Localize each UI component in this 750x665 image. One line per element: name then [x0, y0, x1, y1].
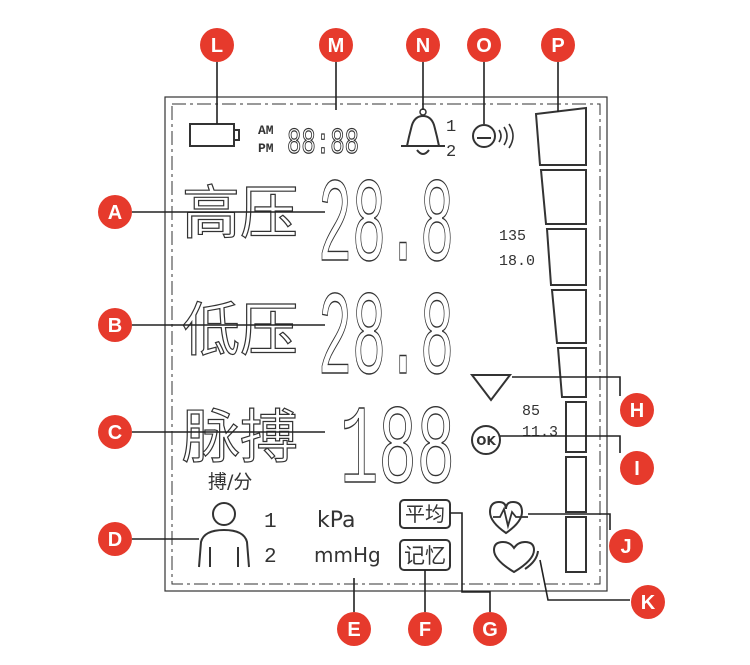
svg-text:K: K [641, 592, 656, 614]
pulse-label: 脉搏 [182, 403, 298, 471]
svg-text:B: B [108, 315, 122, 337]
svg-text:O: O [476, 35, 492, 57]
pulse-digits: 188 [340, 389, 455, 516]
svg-text:L: L [211, 35, 223, 57]
svg-text:P: P [551, 35, 564, 57]
svg-text:N: N [416, 35, 430, 57]
battery-icon [189, 123, 240, 147]
time-display: AM PM 88:88 [258, 122, 360, 164]
svg-text:G: G [482, 619, 498, 641]
mmhg-unit: mmHg [314, 543, 381, 567]
marker-D: D [98, 522, 132, 556]
marker-J: J [609, 529, 643, 563]
marker-F: F [408, 612, 442, 646]
pm-label: PM [258, 141, 274, 156]
svg-text:D: D [108, 529, 122, 551]
marker-I: I [620, 451, 654, 485]
memory-text: 记忆 [404, 544, 446, 568]
marker-M: M [319, 28, 353, 62]
user-1-label: 1 [264, 511, 277, 534]
alarm-2-label: 2 [446, 143, 456, 162]
marker-K: K [631, 585, 665, 619]
svg-text:E: E [347, 619, 360, 641]
alarm-1-label: 1 [446, 118, 456, 137]
hearts-icon [492, 540, 539, 574]
svg-text:F: F [419, 619, 431, 641]
pulse-unit: 搏/分 [208, 471, 252, 493]
callout-lines [132, 62, 630, 612]
time-digits: 88:88 [287, 123, 359, 164]
marker-A: A [98, 195, 132, 229]
average-badge: 平均 [399, 499, 451, 529]
systolic-label: 高压 [182, 179, 298, 247]
bell-icon [401, 108, 445, 155]
marker-H: H [620, 393, 654, 427]
svg-text:M: M [328, 35, 345, 57]
svg-text:J: J [620, 536, 631, 558]
marker-B: B [98, 308, 132, 342]
ok-text: OK [476, 434, 496, 448]
marker-N: N [406, 28, 440, 62]
diastolic-digits: 28.8 [318, 274, 454, 410]
marker-L: L [200, 28, 234, 62]
scale-high-a: 135 [499, 228, 526, 245]
scale-high-b: 18.0 [499, 253, 535, 270]
memory-badge: 记忆 [399, 539, 451, 571]
marker-E: E [337, 612, 371, 646]
marker-O: O [467, 28, 501, 62]
marker-P: P [541, 28, 575, 62]
kpa-unit: kPa [317, 508, 356, 533]
marker-G: G [473, 612, 507, 646]
systolic-digits: 28.8 [318, 161, 454, 297]
am-label: AM [258, 123, 274, 138]
scale-low-a: 85 [522, 403, 540, 420]
heart-pulse-icon [488, 500, 528, 535]
user-icon [198, 502, 250, 568]
arrow-down-icon [469, 374, 513, 402]
ok-icon: OK [471, 425, 501, 455]
svg-text:C: C [108, 422, 122, 444]
voice-icon [472, 123, 514, 149]
svg-text:H: H [630, 400, 644, 422]
user-2-label: 2 [264, 546, 277, 569]
marker-C: C [98, 415, 132, 449]
svg-text:A: A [108, 202, 122, 224]
average-text: 平均 [405, 502, 445, 526]
svg-text:I: I [634, 458, 640, 480]
diastolic-label: 低压 [182, 296, 298, 364]
scale-low-b: 11.3 [522, 424, 558, 441]
lcd-panel [164, 96, 608, 592]
bp-scale-bar [534, 106, 587, 573]
